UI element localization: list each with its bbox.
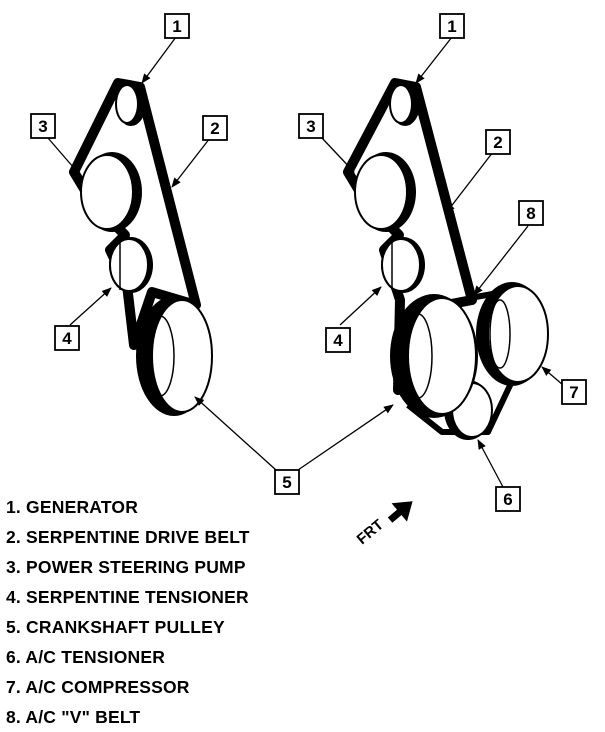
svg-text:1: 1 (172, 17, 181, 36)
leader-6 (477, 439, 504, 488)
component-legend: 1. GENERATOR 2. SERPENTINE DRIVE BELT 3.… (6, 492, 250, 732)
leader-8 (473, 225, 529, 296)
svg-text:7: 7 (569, 383, 578, 402)
right-belt-assembly (343, 78, 549, 440)
callout-1-left: 1 (164, 13, 190, 39)
callout-4-right: 4 (325, 327, 351, 353)
callout-2-left: 2 (202, 115, 228, 141)
legend-item-ac-compressor: 7. A/C COMPRESSOR (6, 677, 190, 697)
callout-3-right: 3 (298, 113, 324, 139)
svg-text:8: 8 (526, 204, 535, 223)
right-generator-pulley (389, 82, 420, 126)
legend-item-generator: 1. GENERATOR (6, 497, 139, 517)
callout-6: 6 (495, 486, 521, 512)
svg-text:4: 4 (333, 331, 343, 350)
right-crankshaft-pulley (390, 294, 478, 418)
leader-1-left (141, 36, 177, 84)
callout-5: 5 (274, 469, 300, 495)
leader-1-right (415, 36, 453, 84)
svg-text:4: 4 (62, 329, 72, 348)
left-crankshaft-pulley (136, 296, 213, 416)
leader-2-right (445, 151, 494, 214)
svg-text:1: 1 (447, 17, 456, 36)
legend-item-power-steering-pump: 3. POWER STEERING PUMP (6, 557, 246, 577)
left-power-steering-pulley (80, 152, 142, 232)
callouts: 1 1 2 2 3 3 4 4 (30, 13, 587, 512)
callout-8: 8 (518, 200, 544, 226)
right-ac-compressor-pulley (476, 282, 549, 386)
frt-label: FRT (354, 516, 387, 548)
leader-2-left (171, 137, 211, 188)
svg-text:3: 3 (38, 117, 47, 136)
svg-text:2: 2 (493, 133, 502, 152)
front-direction-indicator: FRT (354, 501, 413, 548)
svg-text:2: 2 (210, 119, 219, 138)
legend-item-serpentine-tensioner: 4. SERPENTINE TENSIONER (6, 587, 249, 607)
callout-1-right: 1 (439, 13, 465, 39)
svg-text:6: 6 (503, 490, 512, 509)
left-generator-pulley (115, 82, 146, 126)
legend-item-ac-v-belt: 8. A/C "V" BELT (6, 707, 141, 727)
callout-3-left: 3 (30, 113, 56, 139)
leader-4-right (339, 286, 382, 326)
right-serpentine-tensioner (381, 237, 425, 293)
leader-5-left (194, 396, 277, 471)
callout-7: 7 (561, 379, 587, 405)
left-serpentine-tensioner (109, 237, 153, 293)
leader-5-right (297, 404, 394, 471)
leader-7 (541, 366, 564, 386)
leader-4-left (69, 287, 112, 326)
legend-item-ac-tensioner: 6. A/C TENSIONER (6, 647, 166, 667)
svg-text:3: 3 (306, 117, 315, 136)
callout-4-left: 4 (54, 325, 80, 351)
legend-item-serpentine-drive-belt: 2. SERPENTINE DRIVE BELT (6, 527, 250, 547)
svg-text:5: 5 (282, 473, 291, 492)
leader-3-left (47, 137, 81, 176)
legend-item-crankshaft-pulley: 5. CRANKSHAFT PULLEY (6, 617, 225, 637)
callout-2-right: 2 (485, 129, 511, 155)
right-power-steering-pulley (354, 152, 416, 232)
leader-lines (47, 36, 564, 488)
front-arrow-icon (387, 501, 413, 523)
left-belt-assembly (69, 78, 213, 416)
leader-3-right (321, 137, 355, 173)
